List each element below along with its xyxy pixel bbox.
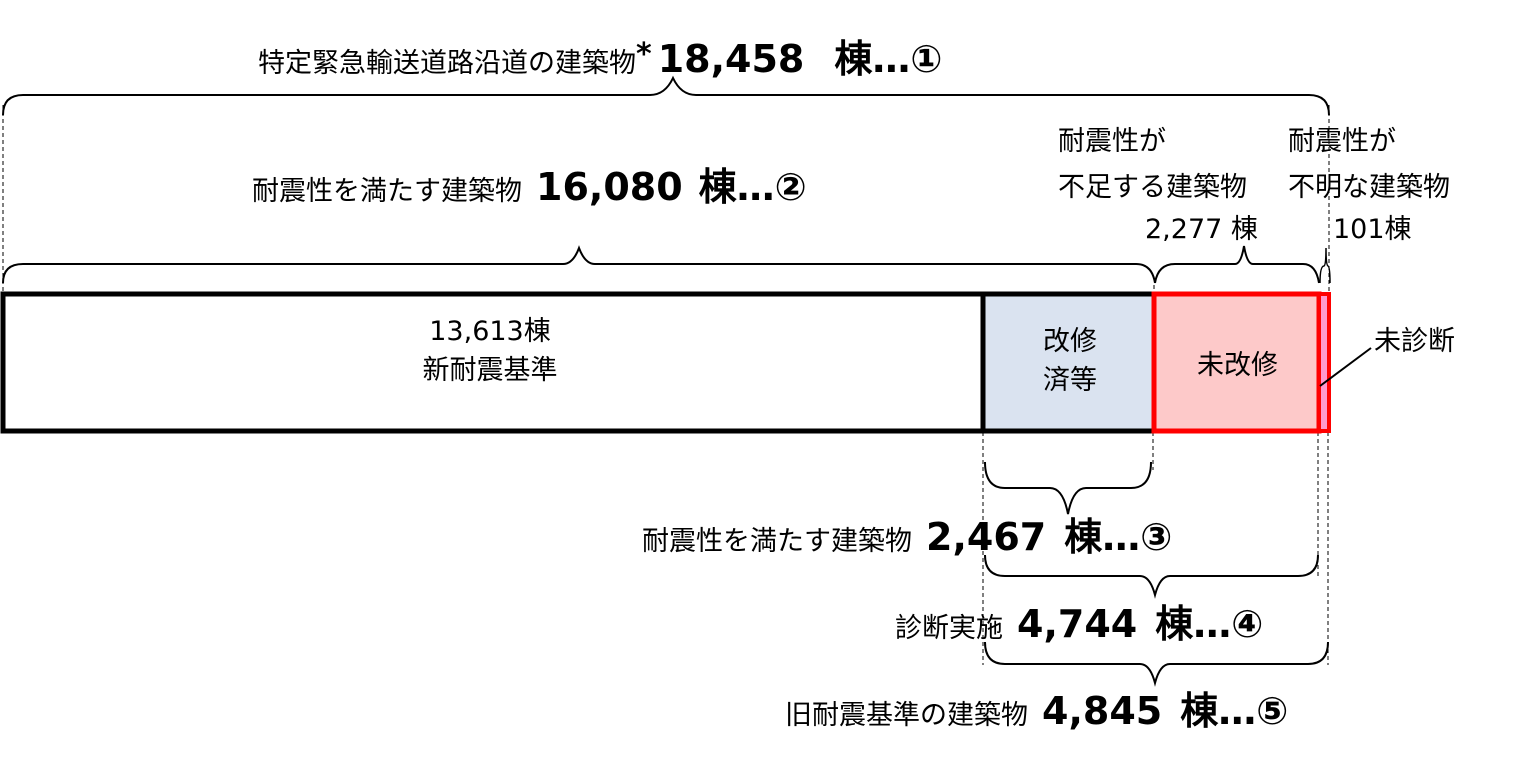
new-standard-unit: 棟: [523, 316, 551, 347]
segment-new-standard: [0, 291, 986, 434]
satisfy-marker: …②: [736, 165, 807, 209]
total-value: 18,458: [657, 37, 805, 81]
diagnosed-unit: 棟: [1155, 602, 1194, 646]
not-diagnosed-callout: 未診断: [1374, 326, 1455, 357]
brace-satisfy-old: [984, 461, 1152, 515]
old-standard-label: 旧耐震基準の建築物: [785, 700, 1028, 731]
new-standard-text: 13,613棟 新耐震基準: [390, 312, 590, 390]
diagnosed-value: 4,744: [1017, 602, 1138, 646]
unknown-value: 101: [1333, 214, 1385, 245]
insufficient-unit: 棟: [1230, 214, 1258, 245]
satisfy-old-group: 耐震性を満たす建築物 2,467 棟…③: [642, 518, 1172, 556]
brace-satisfy: [2, 245, 1156, 284]
satisfy-old-value: 2,467: [926, 515, 1047, 559]
dashed-guides: [2, 105, 1330, 665]
retrofitted-line2: 済等: [1043, 365, 1097, 397]
insufficient-line1: 耐震性が: [1058, 126, 1166, 157]
total-group: 特定緊急輸送道路沿道の建築物*18,458 棟…①: [258, 37, 943, 81]
unknown-line2: 不明な建築物: [1288, 172, 1450, 203]
segment-not-diagnosed: [1317, 292, 1331, 433]
unknown-unit: 棟: [1384, 214, 1412, 245]
brace-total: [2, 75, 1330, 116]
asterisk: *: [636, 37, 652, 72]
satisfy-old-unit: 棟: [1064, 515, 1103, 559]
satisfy-group: 耐震性を満たす建築物 16,080 棟…②: [252, 168, 807, 206]
satisfy-old-label: 耐震性を満たす建築物: [642, 526, 912, 557]
retrofitted-line1: 改修: [1043, 326, 1097, 357]
unknown-count: 101棟: [1333, 216, 1412, 243]
insufficient-value: 2,277: [1145, 214, 1223, 245]
brace-insufficient: [1154, 245, 1320, 284]
retrofitted-text: 改修 済等: [1010, 322, 1130, 400]
satisfy-value: 16,080: [536, 165, 683, 209]
brace-old-standard: [984, 641, 1329, 687]
diagnosed-marker: …④: [1193, 602, 1264, 646]
not-retrofitted-text: 未改修: [1197, 350, 1278, 381]
total-unit: 棟: [834, 37, 873, 81]
new-standard-value: 13,613: [429, 316, 524, 347]
new-standard-label: 新耐震基準: [422, 355, 558, 387]
brace-diagnosed: [984, 554, 1319, 599]
old-standard-marker: …⑤: [1218, 689, 1289, 733]
brace-unknown: [1319, 247, 1331, 284]
callout-leader: [1319, 347, 1372, 387]
unknown-line1: 耐震性が: [1288, 126, 1396, 157]
new-standard-count: 13,613棟: [390, 312, 590, 351]
segment-not-retrofitted: [1151, 291, 1322, 434]
insufficient-line2: 不足する建築物: [1058, 172, 1247, 203]
total-label: 特定緊急輸送道路沿道の建築物: [258, 48, 636, 79]
old-standard-unit: 棟: [1180, 689, 1219, 733]
satisfy-old-marker: …③: [1102, 515, 1173, 559]
old-standard-group: 旧耐震基準の建築物 4,845 棟…⑤: [785, 692, 1288, 730]
old-standard-value: 4,845: [1042, 689, 1163, 733]
insufficient-count: 2,277 棟: [1145, 216, 1258, 243]
satisfy-label: 耐震性を満たす建築物: [252, 176, 522, 207]
diagnosed-group: 診断実施 4,744 棟…④: [895, 605, 1263, 643]
diagnosed-label: 診断実施: [895, 613, 1003, 644]
total-marker: …①: [872, 37, 943, 81]
satisfy-unit: 棟: [698, 165, 737, 209]
